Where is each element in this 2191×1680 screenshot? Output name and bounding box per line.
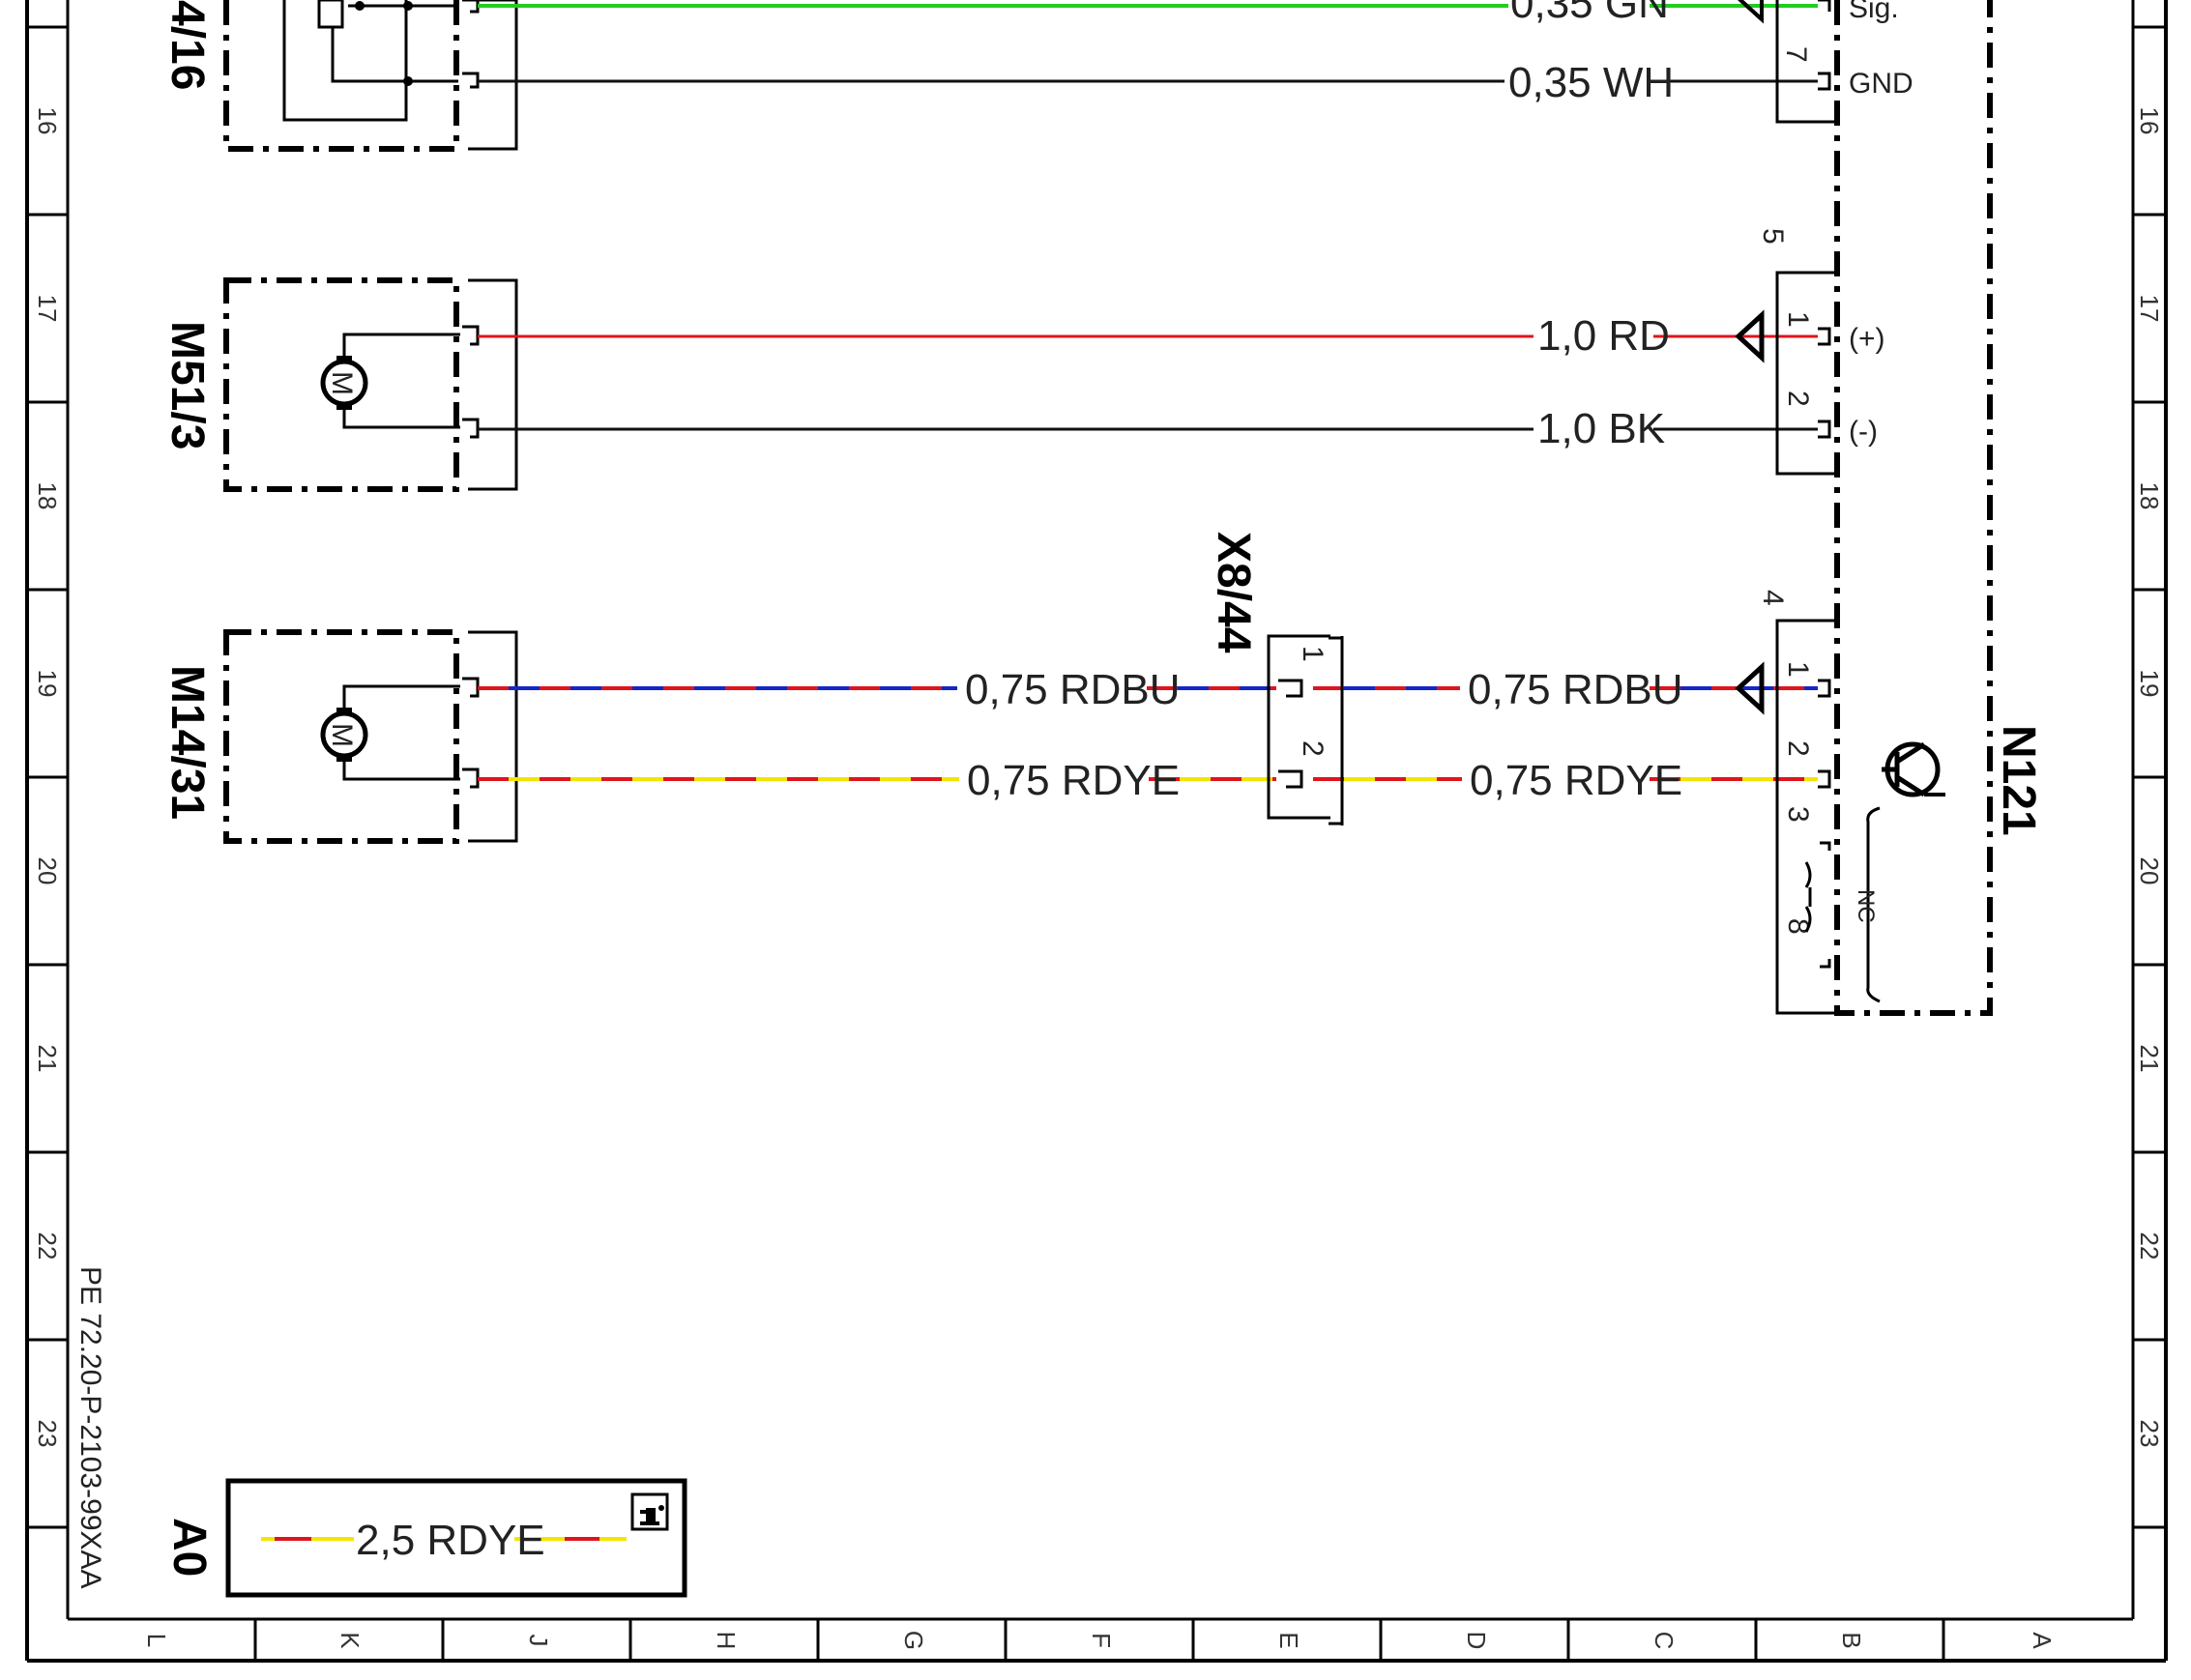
motor-symbol-label: M	[326, 723, 358, 747]
wire-rdye: 0,75 RDYE 0,75 RDYE	[478, 757, 1818, 804]
component-m14-31: M M14/31	[161, 629, 518, 844]
connector-terminals-top	[462, 0, 480, 89]
legend-conductor-label: 2,5 RDYE	[356, 1517, 545, 1564]
connector-4: 4 1 2 3 8	[1757, 590, 1841, 1015]
component-label-a0: A0	[163, 1518, 215, 1577]
row-label: 19	[33, 670, 62, 698]
column-label: H	[712, 1632, 741, 1650]
conductor-label-rdbu-right: 0,75 RDBU	[1468, 666, 1683, 713]
row-label: 20	[33, 857, 62, 885]
column-label: L	[142, 1634, 171, 1647]
row-label: 16	[33, 107, 62, 135]
wire-bk: 1,0 BK	[478, 405, 1818, 452]
connector-number: 4	[1757, 590, 1789, 606]
wire-wh: 0,35 WH	[478, 59, 1818, 106]
column-labels: L K J H G F E D C B A	[142, 1631, 2057, 1650]
pin-label-nc: NC	[1853, 889, 1879, 923]
row-label: 20	[2135, 857, 2164, 885]
connector-pin-number: 2	[1297, 740, 1329, 757]
wire-rdbu: 0,75 RDBU 0,75 RDBU	[478, 666, 1818, 713]
pin-label-sig: Sig.	[1849, 0, 1899, 24]
row-label: 18	[2135, 482, 2164, 510]
row-ticks	[27, 25, 2166, 1529]
connector-pin-number: 2	[1782, 391, 1814, 407]
component-n121: N121 NC	[1834, 0, 2044, 1016]
component-m51-3: M M51/3	[161, 277, 518, 492]
pin-label-minus: (-)	[1849, 416, 1878, 448]
wire-rd: 1,0 RD	[478, 312, 1818, 360]
row-label: 17	[33, 295, 62, 323]
info-icon	[630, 1492, 669, 1531]
column-label: E	[1274, 1632, 1303, 1648]
motor-symbol-label: M	[326, 371, 358, 395]
row-label: 22	[2135, 1232, 2164, 1260]
connector-pin-number: 2	[1782, 740, 1814, 757]
column-ticks	[253, 1619, 1945, 1661]
connector-number: 5	[1757, 228, 1789, 245]
column-label: G	[899, 1631, 928, 1650]
pin-label-gnd: GND	[1849, 68, 1913, 100]
component-label-m14-31: M14/31	[161, 665, 213, 820]
connector-x8-44: 1 2 X8/44	[1208, 532, 1344, 826]
column-label: D	[1462, 1632, 1491, 1650]
connector-pin-number: 3	[1782, 806, 1814, 823]
conductor-label-rdbu-left: 0,75 RDBU	[965, 666, 1181, 713]
connector-7: 7 Sig. GND	[1775, 0, 1913, 124]
connector-pin-number: 1	[1782, 661, 1814, 678]
component-label-n121: N121	[1993, 725, 2044, 836]
conductor-label-wh: 0,35 WH	[1508, 59, 1674, 106]
column-label: A	[2028, 1632, 2057, 1649]
arrow-symbol	[1735, 661, 1765, 715]
row-label: 22	[33, 1232, 62, 1260]
column-label: J	[524, 1635, 553, 1647]
conductor-label-bk: 1,0 BK	[1537, 405, 1665, 452]
row-label: 16	[2135, 107, 2164, 135]
drawing-frame	[25, 0, 2168, 1663]
connector-pin-number: 7	[1780, 46, 1812, 63]
component-label-top: 4/16	[161, 0, 213, 90]
connector-pin-number: 1	[1297, 646, 1329, 662]
row-label: 17	[2135, 295, 2164, 323]
legend-a0: A0 2,5 RDYE	[163, 1478, 687, 1598]
pin-label-plus: (+)	[1849, 323, 1885, 355]
component-top-partial: 4/16	[161, 0, 518, 152]
connector-5: 5 1 2 (+) (-)	[1757, 228, 1885, 476]
connector-pin-number: 1	[1782, 311, 1814, 328]
conductor-label-rdye-right: 0,75 RDYE	[1470, 757, 1682, 804]
row-label: 21	[2135, 1045, 2164, 1073]
conductor-label-gn: 0,35 GN	[1510, 0, 1669, 27]
column-label: B	[1837, 1632, 1866, 1648]
row-label: 19	[2135, 670, 2164, 698]
component-label-m51-3: M51/3	[161, 321, 213, 449]
conductor-label-rd: 1,0 RD	[1537, 312, 1670, 360]
document-code: PE 72.20-P-2103-99XAA	[74, 1266, 106, 1589]
column-label: K	[336, 1632, 365, 1649]
row-label: 18	[33, 482, 62, 510]
arrow-symbol	[1738, 0, 1764, 21]
transistor-icon	[1882, 741, 1945, 797]
conductor-label-rdye-left: 0,75 RDYE	[967, 757, 1180, 804]
arrow-symbol	[1735, 309, 1765, 363]
column-label: F	[1087, 1633, 1116, 1648]
row-labels: 16 17 18 19 20 21 22 23 16 17 18 19 20 2…	[33, 107, 2164, 1448]
wire-gn: 0,35 GN	[478, 0, 1818, 27]
row-label: 21	[33, 1045, 62, 1073]
row-label: 23	[33, 1420, 62, 1448]
column-label: C	[1650, 1632, 1679, 1650]
row-label: 23	[2135, 1420, 2164, 1448]
component-label-x8-44: X8/44	[1208, 532, 1259, 653]
